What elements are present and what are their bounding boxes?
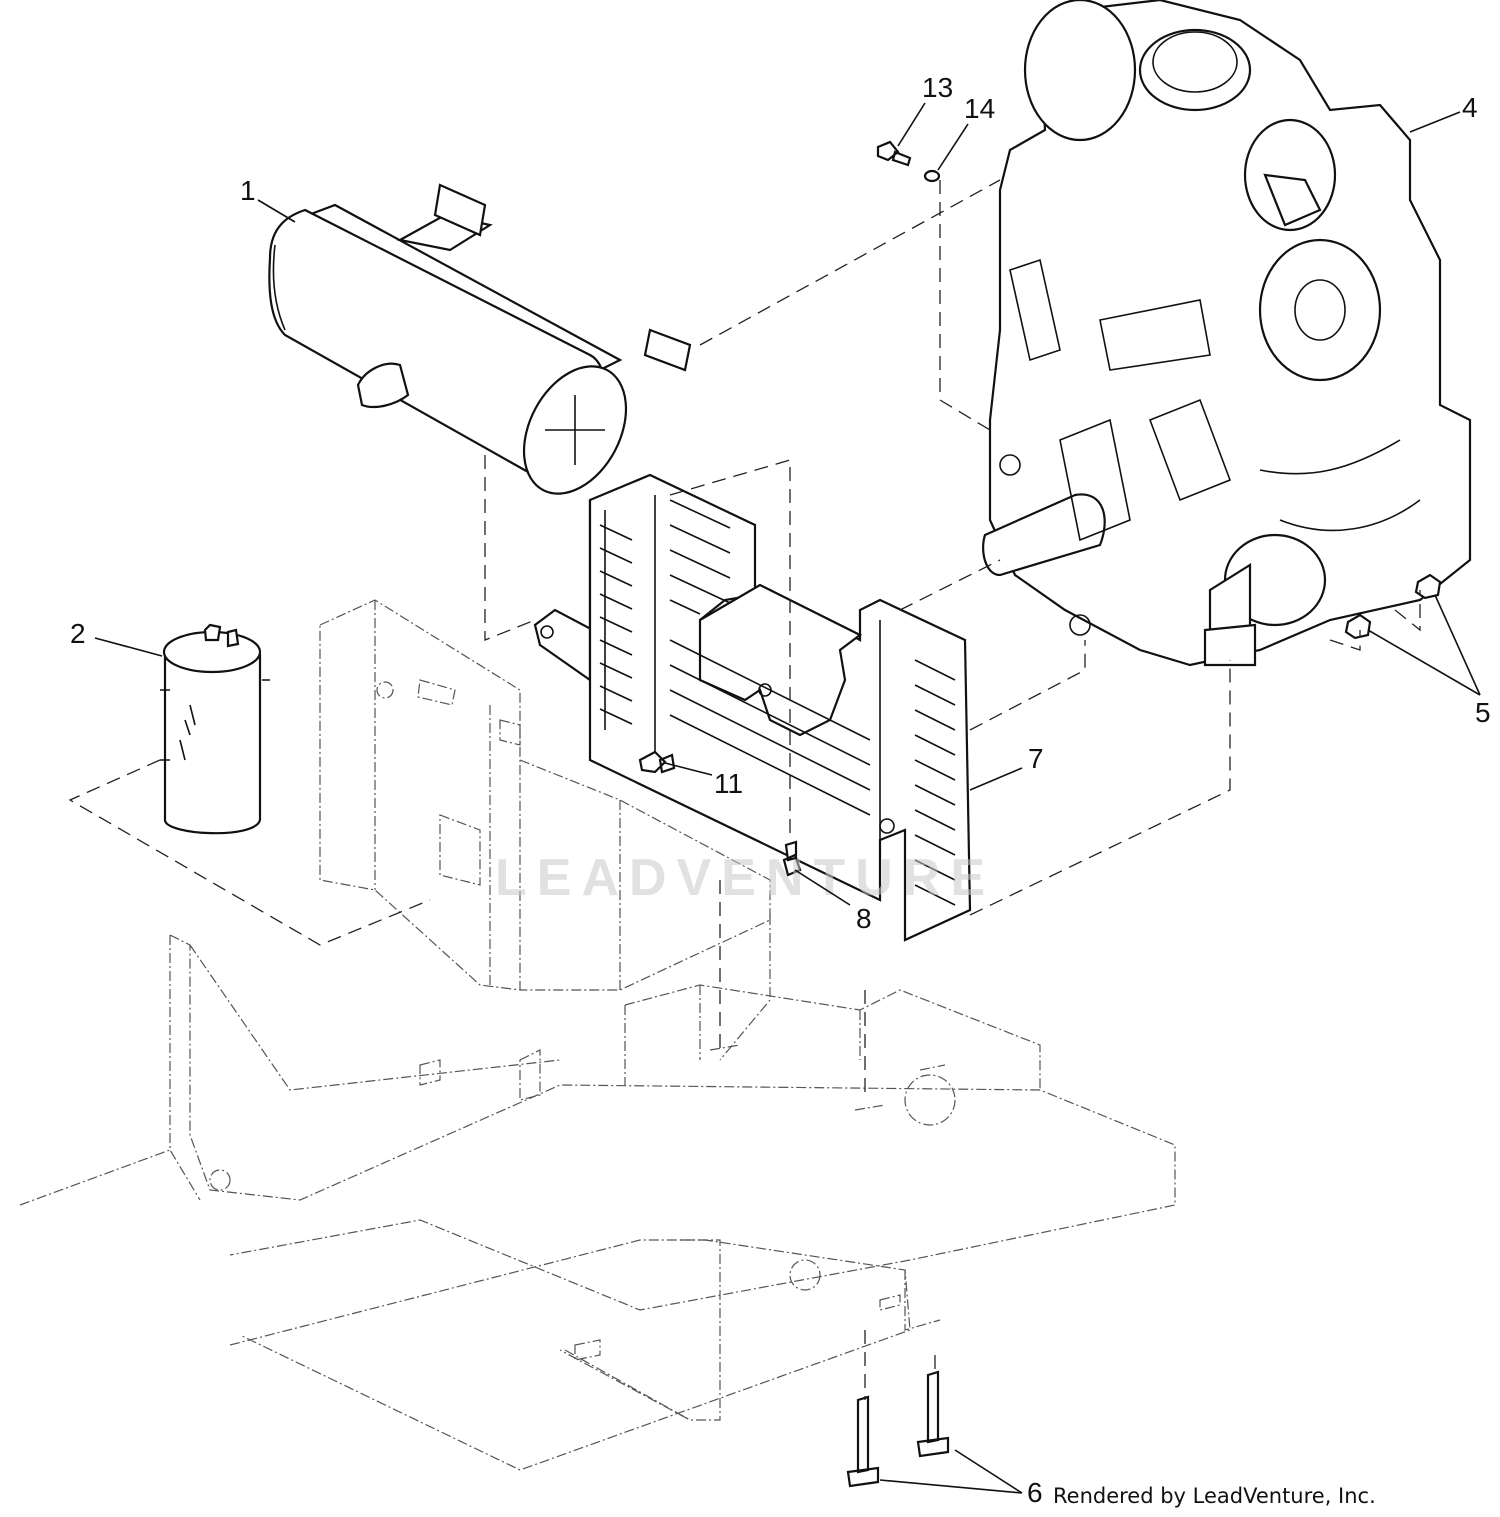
- callout-1: 1: [240, 175, 256, 206]
- callout-14: 14: [964, 93, 995, 124]
- chassis-frame: [19, 599, 1176, 1471]
- charcoal-canister: [160, 623, 270, 835]
- leader-lines: [94, 102, 1481, 1494]
- callout-5: 5: [1475, 697, 1491, 728]
- callout-13: 13: [922, 72, 953, 103]
- watermark-text: LEADVENTURE: [495, 849, 995, 907]
- callout-2: 2: [70, 618, 86, 649]
- assembly-guides: [68, 179, 1421, 1400]
- bolt-13: [876, 140, 912, 167]
- callout-labels: 1 2 4 5 6 7 8 11 13 14: [70, 72, 1491, 1508]
- callout-6: 6: [1027, 1477, 1043, 1508]
- muffler-bracket: [533, 473, 972, 942]
- nut-5-lower: [1344, 613, 1372, 640]
- callout-7: 7: [1028, 743, 1044, 774]
- nut-5-upper: [1414, 573, 1442, 600]
- bolt-8: [782, 840, 802, 877]
- callout-4: 4: [1462, 92, 1478, 123]
- bolt-11: [638, 750, 676, 774]
- bolt-6-left: [846, 1395, 880, 1488]
- engine: [982, 0, 1472, 667]
- render-credit: Rendered by LeadVenture, Inc.: [1053, 1484, 1376, 1508]
- callout-11: 11: [714, 768, 743, 799]
- muffler: [268, 183, 692, 495]
- washer-14: [923, 169, 941, 183]
- bolt-6-right: [916, 1370, 950, 1458]
- callout-8: 8: [856, 903, 872, 934]
